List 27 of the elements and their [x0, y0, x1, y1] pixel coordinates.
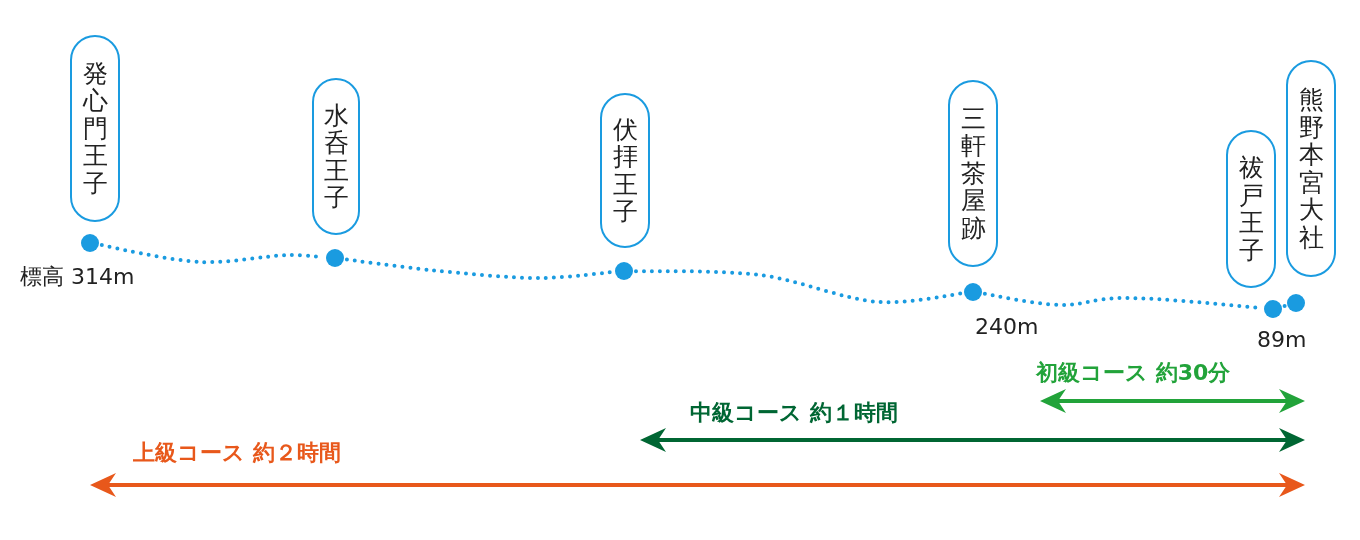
waypoint-dot: [1287, 294, 1305, 312]
waypoint-dot: [81, 234, 99, 252]
waypoint-dot: [615, 262, 633, 280]
place-name-pill: [1286, 60, 1336, 277]
place-name: 伏拝王子: [612, 115, 638, 226]
place-name-pill: [1226, 130, 1276, 288]
elevation-label: 89m: [1257, 327, 1307, 352]
waypoint-dot: [326, 249, 344, 267]
waypoint-dot: [964, 283, 982, 301]
place-name: 熊野本宮大社: [1298, 86, 1324, 251]
dotted-trail-line: [1282, 303, 1287, 309]
place-name-pill: [70, 35, 120, 222]
place-name: 祓戸王子: [1238, 154, 1264, 264]
place-name: 三軒茶屋跡: [960, 104, 986, 243]
dotted-trail-line: [344, 257, 615, 280]
place-name-pill: [948, 80, 998, 267]
place-name-pill: [312, 78, 360, 235]
course-duration-label: 初級コース 約30分: [1036, 359, 1231, 387]
course-duration-label: 上級コース 約２時間: [133, 439, 341, 467]
dotted-trail-line: [634, 269, 964, 305]
waypoint-dot: [1264, 300, 1282, 318]
place-name: 発心門王子: [82, 59, 108, 198]
elevation-label: 240m: [975, 314, 1039, 339]
place-name: 水呑王子: [323, 101, 349, 212]
elevation-label: 標高 314m: [20, 263, 135, 291]
place-name-pill: [600, 93, 650, 248]
course-duration-label: 中級コース 約１時間: [690, 399, 898, 427]
